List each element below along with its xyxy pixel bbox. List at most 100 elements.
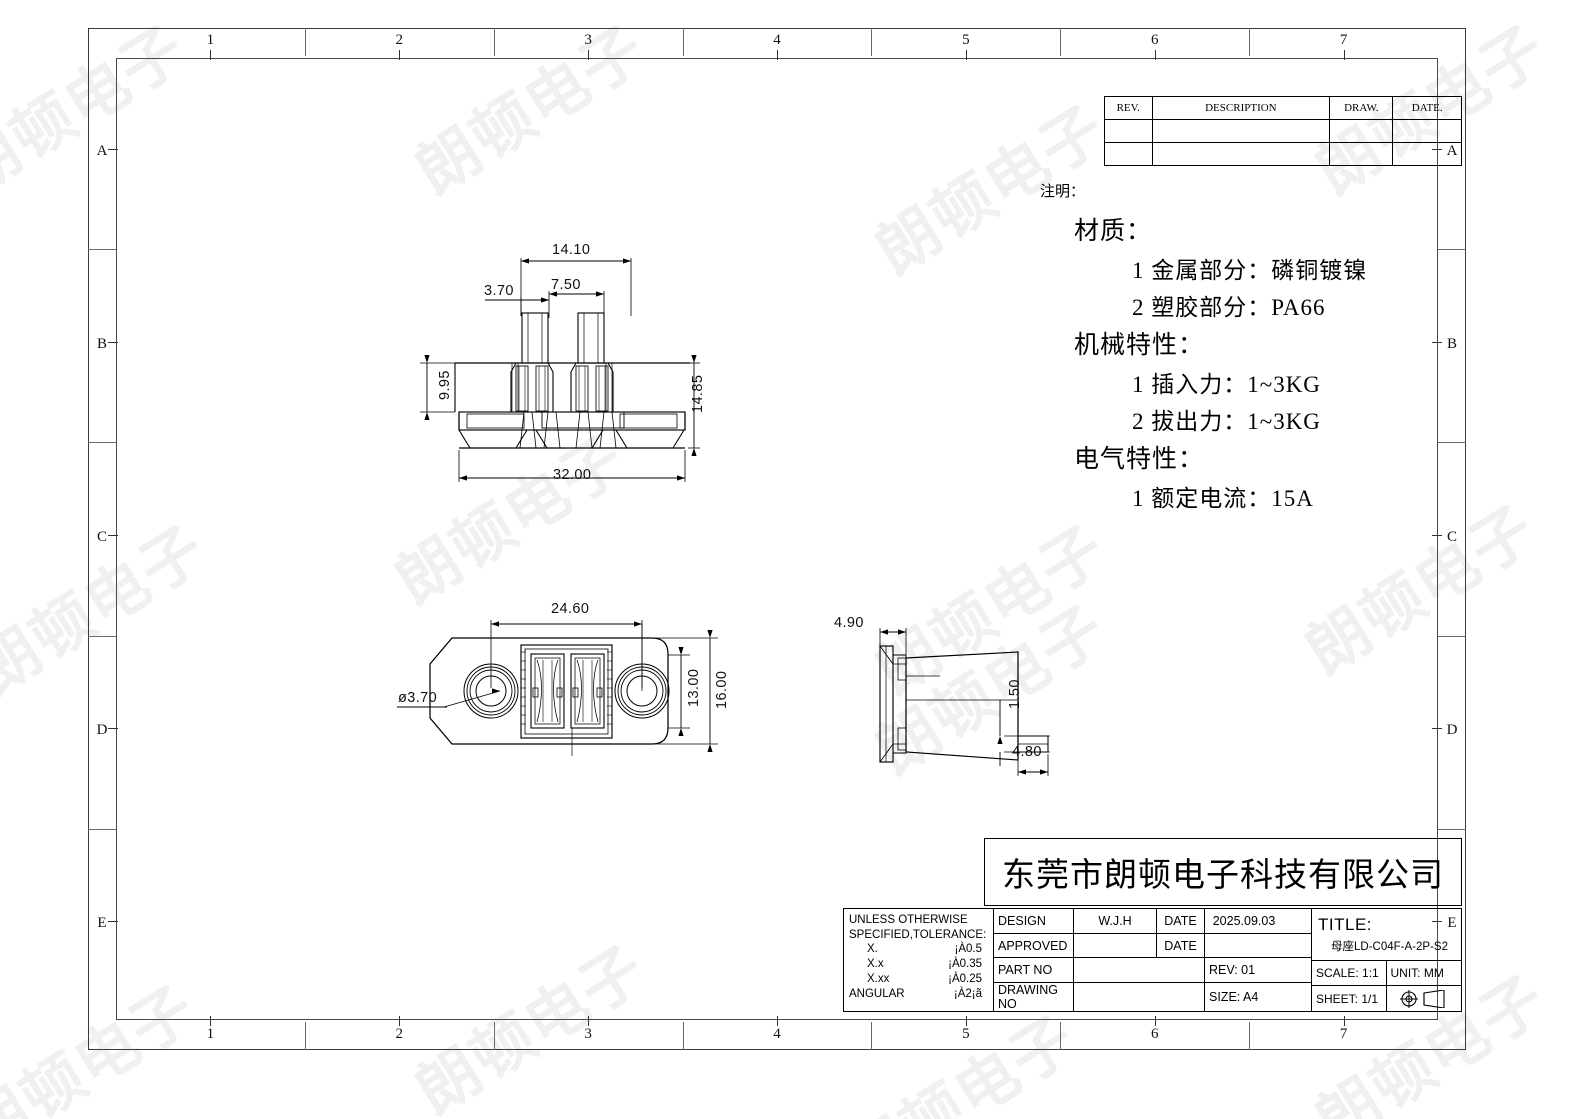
- rev-cell[interactable]: [1329, 142, 1394, 166]
- rev-header-draw: DRAW.: [1329, 96, 1394, 120]
- zone-tick: [588, 1016, 590, 1026]
- value-design[interactable]: W.J.H: [1074, 909, 1157, 933]
- zone-label-row-D: D: [1446, 722, 1458, 739]
- label-design: DESIGN: [994, 909, 1074, 933]
- zone-divider: [88, 249, 116, 251]
- company-name-block: 东莞市朗顿电子科技有限公司: [984, 838, 1462, 906]
- tolerance-value-x: ¡À0.5: [954, 943, 983, 956]
- projection-symbol-icon: [1387, 986, 1462, 1011]
- notes-item-rated-current: 1 额定电流：15A: [1132, 486, 1314, 511]
- tolerance-key-xx: X.x: [867, 958, 884, 971]
- zone-divider: [871, 1022, 873, 1050]
- zone-tick: [1343, 1016, 1345, 1026]
- zone-label-column-5: 5: [962, 32, 970, 48]
- value-approved-date[interactable]: [1205, 934, 1283, 958]
- rev-cell[interactable]: [1392, 142, 1462, 166]
- company-name: 东莞市朗顿电子科技有限公司: [1002, 858, 1444, 894]
- zone-label-column-7: 7: [1339, 32, 1348, 48]
- title-area: TITLE: 母座LD-C04F-A-2P-S2: [1312, 909, 1461, 960]
- tolerance-key-angular: ANGULAR: [849, 987, 905, 1000]
- revision-header-row: REV. DESCRIPTION DRAW. DATE.: [1104, 96, 1462, 120]
- notes-item-withdrawal-force: 2 拔出力：1~3KG: [1132, 409, 1321, 434]
- zone-label-row-C: C: [1446, 529, 1457, 545]
- zone-tick: [108, 921, 118, 923]
- zone-divider: [1060, 28, 1062, 56]
- zone-tick: [1343, 50, 1345, 60]
- zone-label-column-6: 6: [1150, 1026, 1159, 1042]
- rev-header-desc: DESCRIPTION: [1151, 96, 1331, 120]
- zone-divider: [304, 1022, 306, 1050]
- dim-4-90: 4.90: [834, 615, 864, 631]
- zone-divider: [1249, 1022, 1251, 1050]
- tolerance-block: UNLESS OTHERWISE SPECIFIED,TOLERANCE: X.…: [844, 909, 994, 1011]
- zone-tick: [399, 50, 401, 60]
- zone-tick: [777, 50, 778, 60]
- zone-tick: [108, 341, 118, 343]
- rev-cell[interactable]: [1104, 119, 1153, 143]
- title-and-meta-cell: TITLE: 母座LD-C04F-A-2P-S2 SCALE: 1:1 SHEE…: [1311, 909, 1461, 1011]
- value-drawing-no[interactable]: [1074, 983, 1205, 1012]
- notes-item-plastic: 2 塑胶部分：PA66: [1132, 295, 1326, 320]
- tolerance-row-angular: ANGULAR ¡À2¡ã: [849, 987, 988, 1002]
- meta-area: SCALE: 1:1 SHEET: 1/1 UNIT: MM: [1312, 959, 1462, 1011]
- table-row[interactable]: [1104, 119, 1462, 143]
- zone-divider: [88, 635, 116, 637]
- value-design-date[interactable]: 2025.09.03: [1212, 913, 1276, 928]
- zone-divider: [88, 828, 116, 830]
- value-title: 母座LD-C04F-A-2P-S2: [1331, 940, 1448, 953]
- zone-tick: [108, 148, 118, 150]
- zone-label-column-6: 6: [1150, 32, 1159, 48]
- row-design: DESIGN W.J.H DATE 2025.09.03: [994, 909, 1311, 934]
- tolerance-key-x: X.: [867, 943, 878, 956]
- row-part-no: PART NO REV: 01: [994, 958, 1311, 984]
- rev-cell[interactable]: [1392, 119, 1462, 143]
- label-approved-date: DATE: [1157, 933, 1205, 958]
- zone-label-row-E: E: [1447, 915, 1457, 932]
- rev-cell[interactable]: [1329, 119, 1394, 143]
- notes-item-insertion-force: 1 插入力：1~3KG: [1132, 372, 1321, 397]
- zone-tick: [1432, 728, 1442, 730]
- zone-label-column-2: 2: [395, 32, 404, 48]
- zone-tick: [210, 50, 212, 60]
- tolerance-value-xx: ¡À0.35: [948, 958, 982, 971]
- rev-cell[interactable]: [1151, 119, 1331, 143]
- zone-tick: [1154, 1016, 1156, 1026]
- row-drawing-no: DRAWING NO SIZE: A4: [994, 983, 1311, 1012]
- tolerance-value-angular: ¡À2¡ã: [953, 987, 982, 1000]
- zone-label-row-C: C: [96, 529, 107, 545]
- rev-cell[interactable]: [1104, 142, 1153, 166]
- dim-7-50: 7.50: [551, 277, 581, 293]
- zone-label-column-4: 4: [773, 1026, 781, 1042]
- zone-label-column-1: 1: [206, 1026, 215, 1042]
- notes-section-title-material: 材质：: [1074, 218, 1153, 245]
- zone-label-row-D: D: [96, 722, 108, 739]
- zone-label-column-3: 3: [584, 1026, 592, 1042]
- dim-32-00: 32.00: [553, 467, 592, 483]
- zone-divider: [1438, 635, 1466, 637]
- zone-tick: [108, 728, 118, 730]
- value-size: SIZE: A4: [1209, 990, 1259, 1005]
- tolerance-row-xx: X.x ¡À0.35: [849, 957, 988, 972]
- sheet-outer-border: [88, 28, 1466, 1050]
- zone-divider: [871, 28, 873, 56]
- zone-tick: [777, 1016, 778, 1026]
- zone-tick: [399, 1016, 401, 1026]
- value-approved[interactable]: [1074, 933, 1157, 958]
- zone-label-column-2: 2: [395, 1026, 404, 1042]
- zone-label-row-E: E: [97, 915, 107, 932]
- zone-tick: [108, 535, 118, 536]
- tolerance-line1: UNLESS OTHERWISE: [849, 914, 968, 926]
- rev-header-date: DATE.: [1392, 96, 1462, 120]
- zone-label-column-7: 7: [1339, 1026, 1348, 1042]
- zone-label-column-4: 4: [773, 32, 781, 48]
- zone-divider: [1438, 828, 1466, 830]
- notes-section-title-mechanical: 机械特性：: [1074, 332, 1205, 359]
- table-row[interactable]: [1104, 142, 1462, 166]
- rev-cell[interactable]: [1151, 142, 1331, 166]
- dim-14-10: 14.10: [552, 242, 591, 258]
- value-rev: REV: 01: [1209, 963, 1256, 978]
- value-part-no[interactable]: [1074, 958, 1205, 983]
- value-sheet: SHEET: 1/1: [1312, 986, 1387, 1011]
- zone-label-row-A: A: [96, 142, 108, 159]
- notes-block: 注明： 材质： 1 金属部分：磷铜镀镍 2 塑胶部分：PA66 机械特性： 1 …: [1040, 180, 1367, 516]
